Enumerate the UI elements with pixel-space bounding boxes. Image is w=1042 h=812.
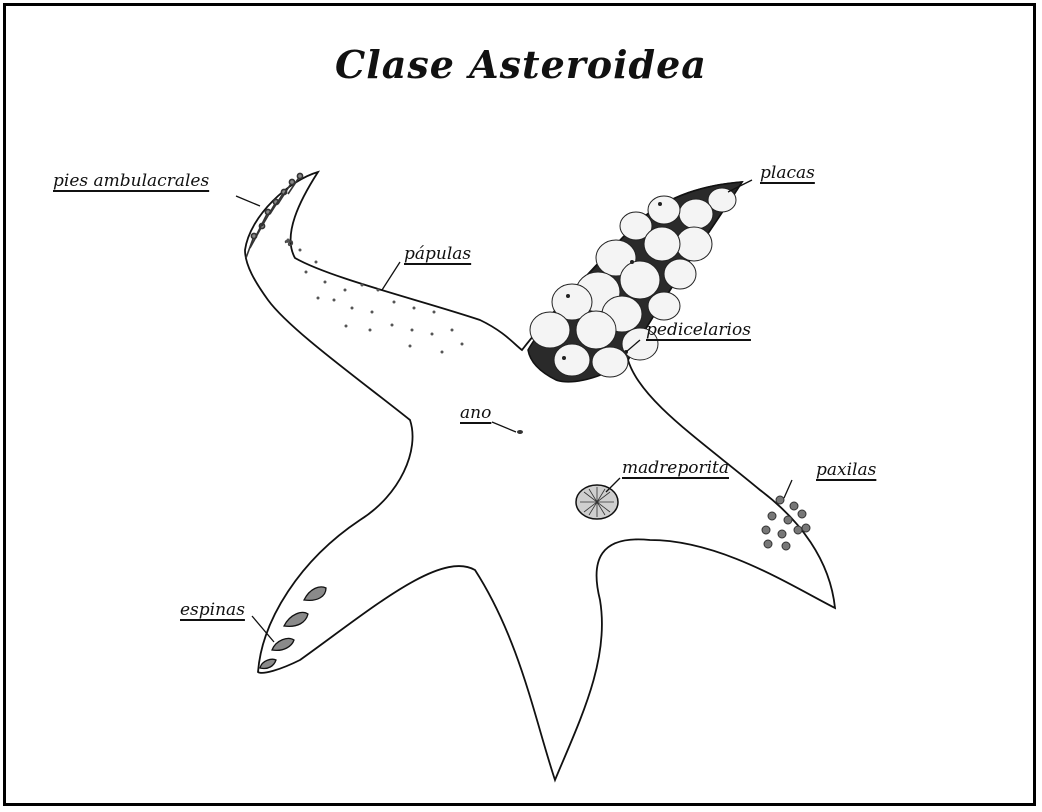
label-papulas: pápulas xyxy=(404,244,471,264)
label-madreporita: madreporita xyxy=(622,458,729,478)
label-pedicelarios: pedicelarios xyxy=(646,320,751,340)
placas-plates xyxy=(528,182,742,382)
label-pies-ambulacrales: pies ambulacrales xyxy=(53,171,209,191)
madreporita-mark xyxy=(576,485,618,519)
label-paxilas: paxilas xyxy=(816,460,876,480)
label-placas: placas xyxy=(760,163,815,183)
papulas-marks: ఌ xyxy=(285,237,293,247)
svg-text:ఌ: ఌ xyxy=(285,237,293,247)
ano-mark xyxy=(517,430,523,434)
label-espinas: espinas xyxy=(180,600,245,620)
label-ano: ano xyxy=(460,403,491,423)
starfish-body xyxy=(245,172,835,780)
